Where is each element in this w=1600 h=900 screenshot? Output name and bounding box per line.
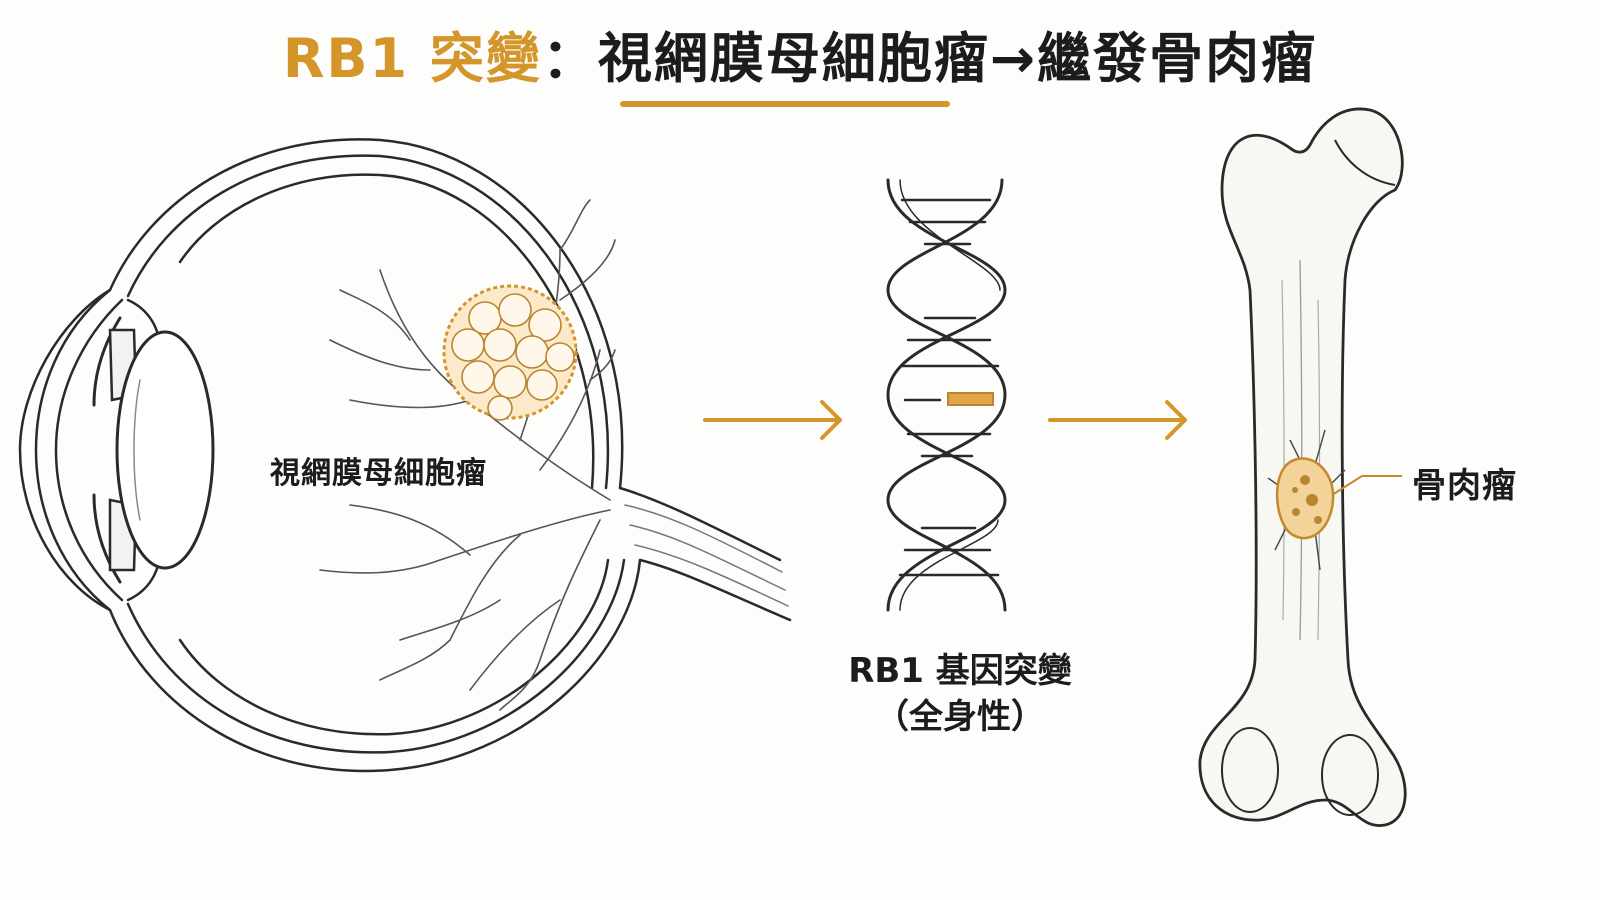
label-gene-mutation: RB1 基因突變 （全身性） bbox=[780, 648, 1140, 740]
retinoblastoma-tumor bbox=[442, 284, 578, 421]
label-osteosarcoma: 骨肉瘤 bbox=[1412, 466, 1517, 506]
dna-double-helix bbox=[886, 178, 1007, 612]
osteosarcoma-lesion bbox=[1267, 429, 1346, 571]
page-title: RB1 突變：視網膜母細胞瘤→繼發骨肉瘤 bbox=[0, 14, 1600, 93]
arrow-right-icon bbox=[1048, 400, 1187, 440]
label-gene-mutation-line1: RB1 基因突變 bbox=[848, 651, 1072, 691]
mutated-base-pair bbox=[947, 392, 994, 406]
osteosarcoma-leader-line bbox=[1331, 475, 1402, 496]
label-retinoblastoma: 視網膜母細胞瘤 bbox=[270, 456, 487, 491]
eye-anatomy-illustration bbox=[18, 138, 792, 773]
arrow-right-icon bbox=[703, 400, 842, 440]
label-gene-mutation-line2: （全身性） bbox=[875, 697, 1045, 737]
title-prefix: RB1 突變 bbox=[282, 27, 542, 90]
title-rest: ：視網膜母細胞瘤→繼發骨肉瘤 bbox=[541, 27, 1318, 90]
title-underline bbox=[620, 101, 950, 107]
